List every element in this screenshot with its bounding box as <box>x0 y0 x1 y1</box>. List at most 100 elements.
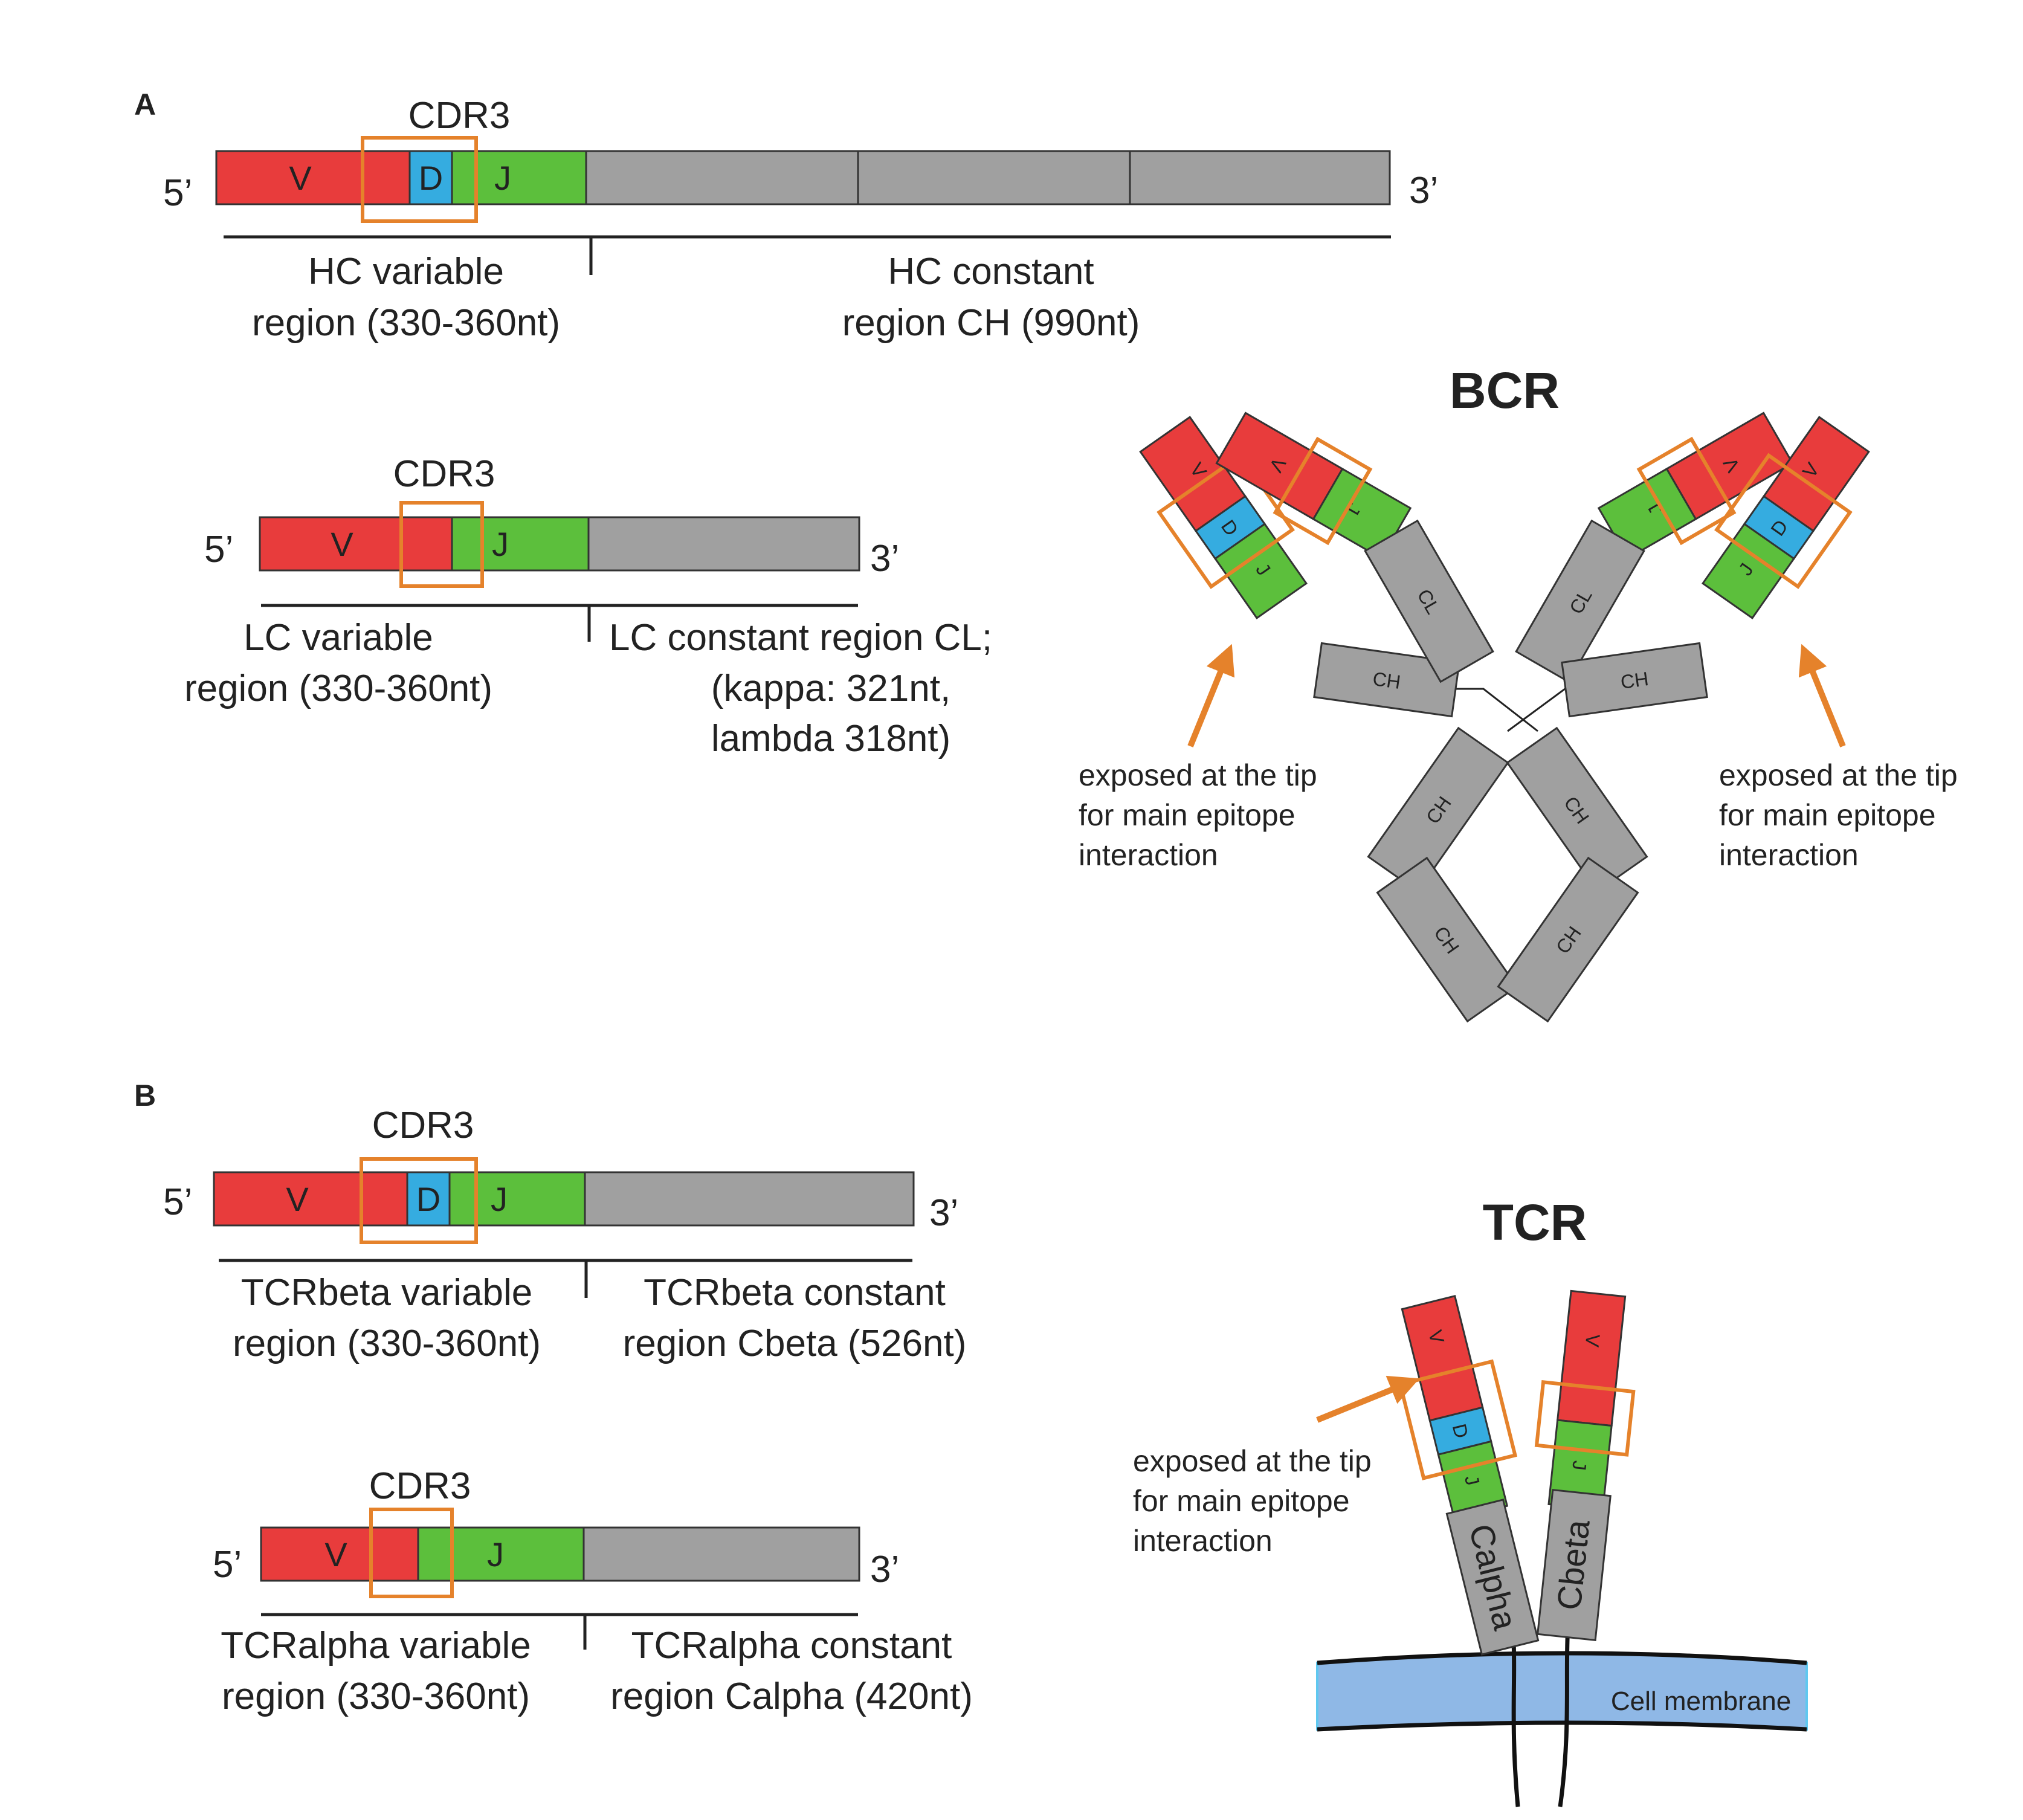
hc-ch3-segment <box>1129 150 1391 205</box>
tcr-cbeta-domain <box>1537 1488 1612 1642</box>
bcr-left-note-2: for main epitope <box>1079 798 1295 832</box>
lc-v-label: V <box>331 525 353 563</box>
tcrbeta-gene-diagram: CDR3 5’ V D J 3’ TCRbeta variable region… <box>163 1105 966 1364</box>
bcr-left-ch1-label: CH <box>1371 668 1402 693</box>
tcr-vj-v-label: V <box>1581 1333 1604 1349</box>
panel-a: A CDR3 5’ V D J 3’ HC variable region (3… <box>134 88 1958 1023</box>
bcr-left-light-chain: V J CL <box>1215 411 1494 683</box>
bcr-right-light-chain: V J CL <box>1515 411 1794 683</box>
lc-j-segment <box>451 516 590 572</box>
bcr-right-note-2: for main epitope <box>1719 798 1936 832</box>
bcr-right-heavy-j <box>1702 523 1795 619</box>
tcr-chain-vj: V J <box>1534 1289 1636 1511</box>
beta-d-label: D <box>416 1180 440 1218</box>
beta-cbeta-segment <box>584 1171 915 1227</box>
beta-cdr3-box <box>360 1157 478 1244</box>
bcr-left-light-cdr3-box <box>1273 436 1373 546</box>
tcr-calpha-domain <box>1445 1499 1540 1656</box>
alpha-five-prime: 5’ <box>213 1544 242 1586</box>
beta-v-label: V <box>286 1180 309 1218</box>
tcr-vdj-v <box>1401 1294 1484 1422</box>
hc-j-label: J <box>494 159 511 197</box>
panel-a-label: A <box>134 88 156 121</box>
tcr-arrow <box>1316 1375 1420 1423</box>
alpha-j-label: J <box>487 1535 504 1573</box>
tcr-note-2: for main epitope <box>1133 1484 1350 1518</box>
hc-variable-label-1: HC variable <box>308 251 504 292</box>
beta-variable-label-2: region (330-360nt) <box>233 1323 541 1364</box>
lc-constant-label-2: (kappa: 321nt, <box>711 668 950 709</box>
beta-constant-label-1: TCRbeta constant <box>644 1272 946 1314</box>
tcralpha-gene-diagram: CDR3 5’ V J 3’ TCRalpha variable region … <box>213 1465 973 1717</box>
tcr-cbeta-label: Cbeta <box>1549 1517 1596 1612</box>
hc-cdr3-box <box>361 136 478 223</box>
cbeta-tail <box>1558 1625 1570 1807</box>
tcr-cbeta-group: Cbeta <box>1537 1488 1612 1642</box>
beta-three-prime: 3’ <box>929 1192 958 1234</box>
beta-d-segment <box>406 1171 451 1227</box>
hc-cdr3-label: CDR3 <box>408 95 511 137</box>
lc-constant-label-1: LC constant region CL; <box>609 617 992 659</box>
tcr-chain-vdj: V D J <box>1398 1294 1518 1520</box>
lc-variable-label-2: region (330-360nt) <box>184 668 492 709</box>
tcr-vdj-cdr3-box <box>1398 1359 1518 1480</box>
bcr-fc-ch3-left <box>1376 856 1518 1023</box>
hc-three-prime: 3’ <box>1409 170 1438 211</box>
alpha-constant-label-1: TCRalpha constant <box>631 1625 952 1667</box>
lc-cl-segment <box>587 516 860 572</box>
bcr-left-cl <box>1364 519 1494 683</box>
tcr-note-1: exposed at the tip <box>1133 1444 1372 1478</box>
bcr-right-note-3: interaction <box>1719 838 1859 872</box>
tcr-vj-v <box>1556 1289 1627 1427</box>
beta-constant-label-2: region Cbeta (526nt) <box>623 1323 967 1364</box>
bcr-left-heavy-j <box>1214 523 1308 619</box>
calpha-tail <box>1511 1642 1520 1807</box>
tcr-vj-cdr3-box <box>1534 1380 1636 1457</box>
hc-v-label: V <box>289 159 312 197</box>
alpha-calpha-segment <box>582 1526 860 1582</box>
hc-j-segment <box>451 150 587 205</box>
hc-gene-diagram: CDR3 5’ V D J 3’ HC variable region (330… <box>163 95 1438 344</box>
hc-d-label: D <box>419 159 443 197</box>
hc-constant-label-2: region CH (990nt) <box>842 302 1140 344</box>
alpha-variable-label-1: TCRalpha variable <box>221 1625 531 1667</box>
tcr-note-3: interaction <box>1133 1524 1273 1558</box>
alpha-cdr3-box <box>369 1508 454 1598</box>
beta-variable-label-1: TCRbeta variable <box>241 1272 532 1314</box>
beta-j-label: J <box>491 1180 508 1218</box>
hc-constant-label-1: HC constant <box>888 251 1094 292</box>
bcr-fc-region: CH CH CH CH <box>1367 726 1648 1023</box>
hc-ch1-segment <box>585 150 859 205</box>
beta-v-segment <box>213 1171 408 1227</box>
bcr-right-arrow <box>1798 644 1846 747</box>
tcr-structure: TCR Cell membrane V D J Calpha <box>1133 1194 1808 1807</box>
bcr-left-note-1: exposed at the tip <box>1079 758 1317 792</box>
lc-j-label: J <box>492 525 509 563</box>
bcr-right-ch1-label: CH <box>1619 668 1650 693</box>
bcr-right-cl <box>1515 519 1645 683</box>
bcr-right-light-cdr3-box <box>1636 436 1737 546</box>
panel-b-label: B <box>134 1079 156 1112</box>
lc-gene-diagram: CDR3 5’ V J 3’ LC variable region (330-3… <box>184 453 992 760</box>
panel-b: B CDR3 5’ V D J 3’ TCRbeta variable regi… <box>134 1079 1808 1807</box>
bcr-fc-ch3-right <box>1497 856 1639 1023</box>
bcr-structure: BCR V D J CH <box>1079 362 1958 1023</box>
tcr-calpha-group: Calpha <box>1445 1499 1540 1656</box>
beta-cdr3-label: CDR3 <box>372 1105 474 1146</box>
alpha-v-segment <box>260 1526 419 1582</box>
lc-five-prime: 5’ <box>204 529 233 570</box>
bcr-right-ch1 <box>1561 642 1708 718</box>
hc-variable-label-2: region (330-360nt) <box>252 302 560 344</box>
hc-v-segment <box>215 150 411 205</box>
hc-five-prime: 5’ <box>163 172 192 214</box>
hc-d-segment <box>408 150 453 205</box>
bcr-left-ch1 <box>1313 642 1460 718</box>
lc-cdr3-label: CDR3 <box>393 453 495 495</box>
bcr-fc-ch2-left <box>1367 726 1509 893</box>
alpha-constant-label-2: region Calpha (420nt) <box>610 1676 973 1717</box>
alpha-v-label: V <box>324 1535 347 1573</box>
bcr-left-note-3: interaction <box>1079 838 1218 872</box>
bcr-title: BCR <box>1450 362 1560 419</box>
cell-membrane-label: Cell membrane <box>1611 1686 1791 1716</box>
